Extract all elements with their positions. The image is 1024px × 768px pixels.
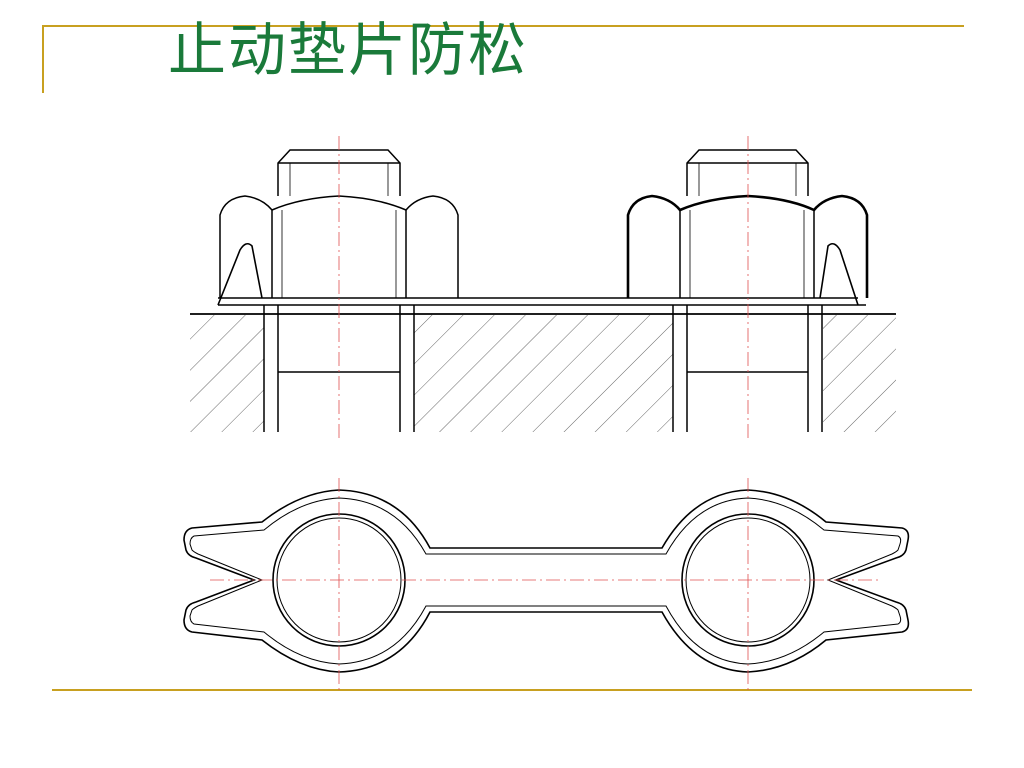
section-view — [190, 136, 896, 440]
frame-left-line — [42, 25, 44, 93]
base-plate — [190, 313, 896, 432]
tab-washer-section — [217, 242, 866, 306]
section-center-lines — [338, 136, 749, 440]
frame-bottom-line — [52, 689, 972, 691]
plan-center-lines — [210, 478, 880, 690]
nut-right — [626, 194, 869, 298]
tab-washer — [183, 489, 910, 673]
slide-title: 止动垫片防松 — [168, 16, 529, 84]
frame-top-line — [42, 25, 964, 27]
plan-view — [183, 478, 910, 690]
bolt-right — [672, 149, 823, 432]
